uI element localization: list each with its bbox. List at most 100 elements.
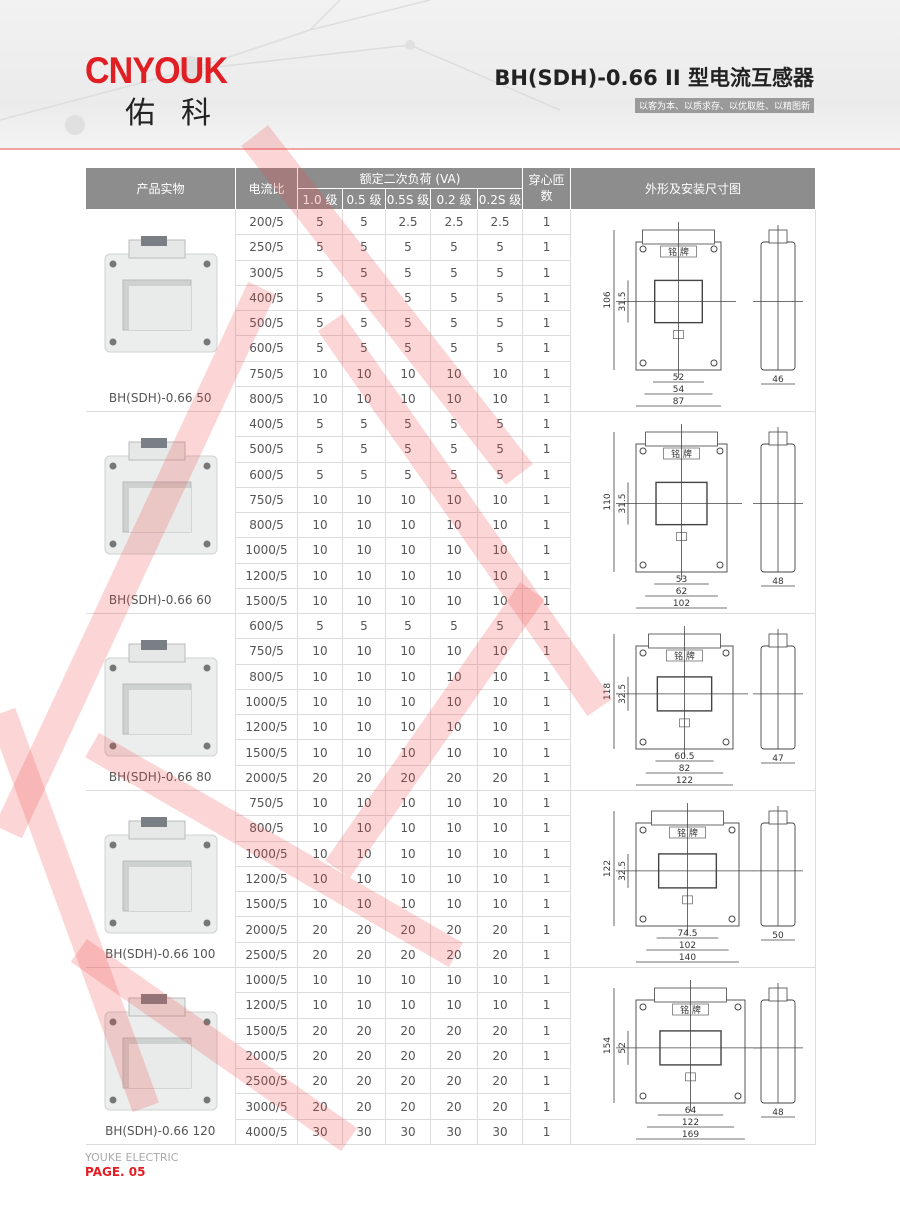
load-cell: 5 (430, 461, 478, 488)
product-photo (104, 236, 218, 353)
load-cell: 10 (476, 815, 524, 842)
load-cell: 20 (385, 916, 431, 943)
load-cell: 5 (342, 335, 386, 362)
current-ratio-cell: 500/5 (235, 309, 298, 337)
load-cell: 10 (342, 385, 386, 413)
load-cell: 10 (342, 663, 386, 690)
load-cell: 5 (430, 259, 478, 286)
header-class-3: 0.2 级 (430, 188, 478, 210)
current-ratio-cell: 1000/5 (235, 966, 298, 994)
load-cell: 5 (342, 436, 386, 463)
load-cell: 10 (430, 840, 478, 867)
load-cell: 10 (342, 714, 386, 741)
current-ratio-cell: 800/5 (235, 511, 298, 539)
turns-cell: 1 (522, 385, 572, 413)
load-cell: 5 (476, 436, 524, 463)
load-cell: 10 (476, 840, 524, 867)
current-ratio-cell: 400/5 (235, 410, 298, 438)
header-class-0: 1.0 级 (297, 188, 343, 210)
load-cell: 30 (342, 1118, 386, 1146)
load-cell: 10 (297, 638, 343, 665)
header-class-1: 0.5 级 (342, 188, 386, 210)
window-dimension: 31.5 (618, 493, 628, 513)
turns-cell: 1 (522, 891, 572, 918)
turns-cell: 1 (522, 612, 572, 640)
product-cell: BH(SDH)-0.66 80 (85, 613, 236, 791)
load-cell: 10 (297, 739, 343, 766)
load-cell: 10 (476, 739, 524, 766)
turns-cell: 1 (522, 562, 572, 589)
load-cell: 10 (297, 562, 343, 589)
product-image (99, 434, 221, 559)
turns-cell: 1 (522, 739, 572, 766)
load-cell: 10 (342, 562, 386, 589)
current-ratio-cell: 2000/5 (235, 916, 298, 943)
window-dimension: 32.5 (618, 861, 628, 881)
window-dimension: 52 (618, 1042, 628, 1053)
load-cell: 10 (297, 360, 343, 387)
load-cell: 10 (430, 688, 478, 716)
load-cell: 10 (385, 891, 431, 918)
load-cell: 20 (430, 1042, 478, 1070)
load-cell: 5 (297, 612, 343, 640)
width-dimension-w1: 53 (676, 575, 687, 585)
header-product: 产品实物 (85, 167, 236, 210)
load-cell: 10 (430, 739, 478, 766)
load-cell: 10 (342, 992, 386, 1019)
load-cell: 20 (342, 1017, 386, 1044)
load-cell: 10 (342, 891, 386, 918)
current-ratio-cell: 800/5 (235, 385, 298, 413)
current-ratio-cell: 3000/5 (235, 1093, 298, 1120)
load-cell: 10 (297, 537, 343, 564)
load-cell: 20 (342, 764, 386, 792)
load-cell: 20 (476, 764, 524, 792)
load-cell: 10 (297, 486, 343, 514)
load-cell: 2.5 (476, 208, 524, 236)
load-cell: 10 (476, 663, 524, 690)
load-cell: 5 (476, 612, 524, 640)
current-ratio-cell: 500/5 (235, 436, 298, 463)
load-cell: 10 (385, 562, 431, 589)
load-cell: 10 (430, 562, 478, 589)
side-width-dimension: 47 (772, 754, 783, 764)
load-cell: 10 (430, 992, 478, 1019)
load-cell: 20 (342, 1093, 386, 1120)
load-cell: 10 (297, 587, 343, 615)
load-cell: 5 (476, 461, 524, 488)
load-cell: 10 (297, 840, 343, 867)
load-cell: 10 (297, 891, 343, 918)
width-dimension-w2: 54 (673, 385, 685, 395)
turns-cell: 1 (522, 537, 572, 564)
spec-table: 产品实物 电流比 额定二次负荷 (VA) 穿心匝数 外形及安装尺寸图 1.0 级… (85, 167, 817, 1146)
current-ratio-cell: 2000/5 (235, 1042, 298, 1070)
load-cell: 5 (385, 284, 431, 312)
current-ratio-cell: 250/5 (235, 234, 298, 261)
current-ratio-cell: 4000/5 (235, 1118, 298, 1146)
current-ratio-cell: 2500/5 (235, 1068, 298, 1095)
load-cell: 10 (342, 739, 386, 766)
current-ratio-cell: 800/5 (235, 663, 298, 690)
load-cell: 10 (430, 663, 478, 690)
product-image (99, 990, 221, 1115)
load-cell: 10 (342, 966, 386, 994)
turns-cell: 1 (522, 436, 572, 463)
load-cell: 5 (342, 259, 386, 286)
load-cell: 10 (342, 789, 386, 817)
load-cell: 10 (342, 537, 386, 564)
load-cell: 10 (297, 688, 343, 716)
header-ratio: 电流比 (235, 167, 298, 210)
load-cell: 20 (430, 941, 478, 969)
turns-cell: 1 (522, 284, 572, 312)
load-cell: 10 (385, 537, 431, 564)
